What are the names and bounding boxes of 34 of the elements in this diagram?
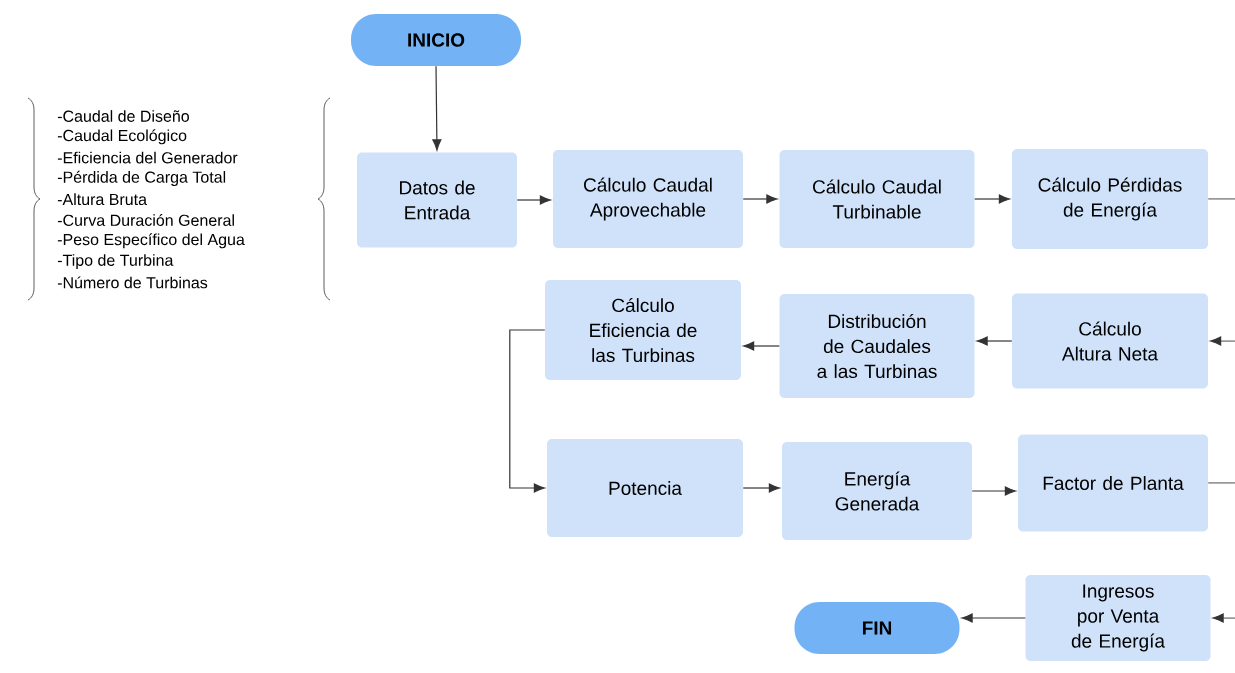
list-item: -Eficiencia del Generador xyxy=(57,151,238,164)
process-box: Distribución de Caudales a las Turbinas xyxy=(779,294,975,398)
list-item: -Pérdida de Carga Total xyxy=(57,170,226,186)
process-box: Energía Generada xyxy=(782,442,972,540)
arrow xyxy=(509,329,546,493)
process-box: Cálculo Eficiencia de las Turbinas xyxy=(545,280,741,380)
list-item: -Caudal Ecológico xyxy=(57,129,187,145)
list-item: -Curva Duración General xyxy=(57,214,234,226)
arrow xyxy=(742,194,778,204)
process-box: Datos de Entrada xyxy=(357,152,517,248)
process-box: Ingresos por Venta de Energía xyxy=(1025,575,1211,661)
terminal-pill: INICIO xyxy=(351,14,521,66)
list-item: -Caudal de Diseño xyxy=(57,110,189,122)
arrow xyxy=(432,65,442,151)
process-box: Cálculo Pérdidas de Energía xyxy=(1012,149,1208,249)
arrow xyxy=(516,195,551,205)
arrow xyxy=(971,486,1016,496)
list-item: -Número de Turbinas xyxy=(57,276,208,289)
list-item: -Altura Bruta xyxy=(57,193,147,206)
arrow xyxy=(742,483,780,493)
list-item: -Tipo de Turbina xyxy=(57,254,174,270)
process-box: Potencia xyxy=(547,439,743,537)
process-box: Cálculo Altura Neta xyxy=(1012,293,1208,389)
process-box: Cálculo Caudal Aprovechable xyxy=(553,150,743,248)
terminal-pill: FIN xyxy=(794,602,960,654)
arrow xyxy=(1212,613,1235,623)
arrow xyxy=(1210,336,1235,346)
list-item: -Peso Específico del Agua xyxy=(57,233,245,249)
arrow xyxy=(974,194,1010,204)
arrow xyxy=(961,613,1026,623)
arrow xyxy=(743,341,780,351)
arrow xyxy=(976,336,1013,346)
process-box: Factor de Planta xyxy=(1018,434,1208,532)
process-box: Cálculo Caudal Turbinable xyxy=(779,150,975,248)
